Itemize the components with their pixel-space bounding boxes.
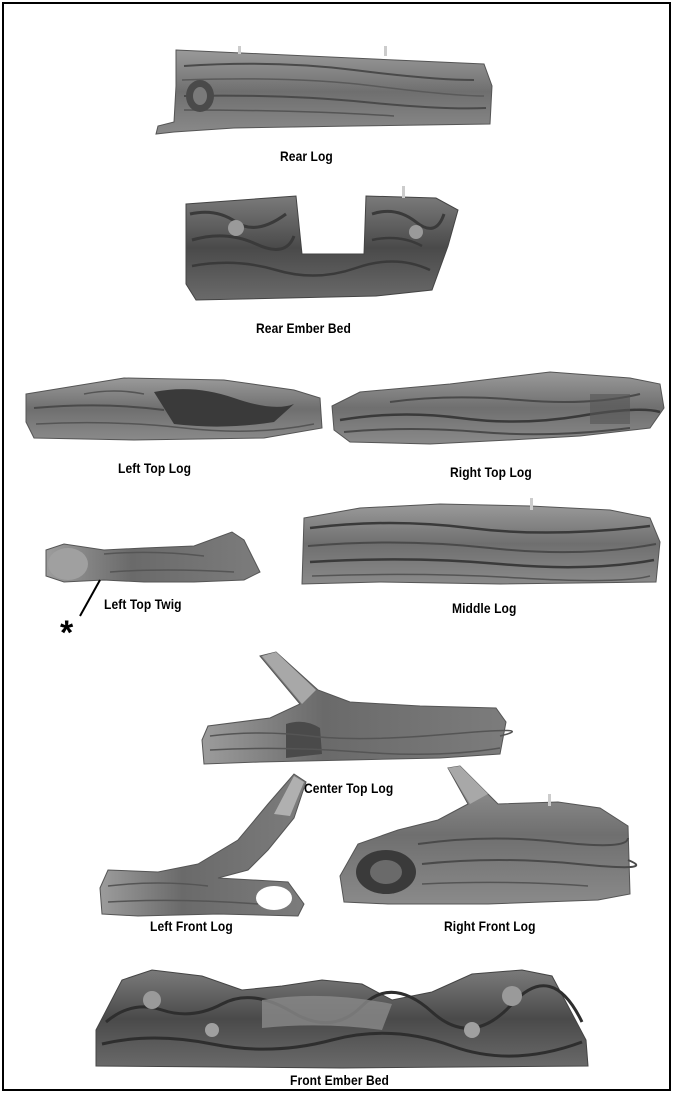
left-front-log-label: Left Front Log <box>150 918 233 934</box>
twig-callout-line <box>76 578 106 618</box>
callout-asterisk: * <box>60 616 73 650</box>
right-top-log-image <box>330 364 666 448</box>
right-top-log-label: Right Top Log <box>450 464 532 480</box>
left-top-twig-label: Left Top Twig <box>104 596 182 612</box>
front-ember-bed-image <box>92 960 592 1070</box>
rear-log-label: Rear Log <box>280 148 333 164</box>
left-top-log-image <box>24 364 324 444</box>
front-ember-bed-label: Front Ember Bed <box>290 1072 389 1088</box>
right-front-log-image <box>338 764 636 914</box>
left-front-log-image <box>98 774 318 924</box>
left-top-log-label: Left Top Log <box>118 460 191 476</box>
middle-log-label: Middle Log <box>452 600 516 616</box>
rear-log-image <box>154 46 494 136</box>
rear-ember-bed-image <box>176 184 466 304</box>
right-front-log-label: Right Front Log <box>444 918 536 934</box>
center-top-log-image <box>200 650 510 770</box>
middle-log-image <box>300 498 664 588</box>
rear-ember-bed-label: Rear Ember Bed <box>256 320 351 336</box>
